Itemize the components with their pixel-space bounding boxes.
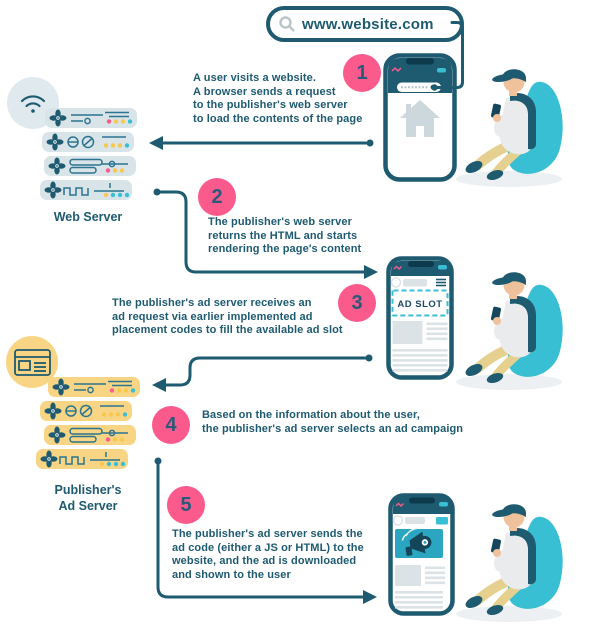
web-server-label: Web Server [53, 210, 123, 224]
step-circle-1: 1 [343, 54, 381, 92]
hamburger-icon [436, 278, 446, 287]
user-illustration-2 [452, 255, 572, 390]
ad-slot-label: AD SLOT [397, 299, 442, 310]
phone-frame [386, 256, 454, 380]
avatar [390, 277, 402, 288]
page-content-placeholder [392, 321, 448, 372]
signal-icon [391, 66, 402, 73]
step-circle-2: 2 [198, 178, 236, 216]
step-number: 5 [180, 493, 192, 516]
notch [408, 261, 434, 267]
page-content-placeholder [395, 565, 445, 609]
search-bar[interactable]: www.website.com [266, 6, 464, 42]
arrow-phone2-to-adserver [162, 356, 371, 387]
user-illustration-3 [452, 487, 572, 622]
step-number: 4 [165, 413, 177, 436]
step-circle-3: 3 [338, 284, 376, 322]
server-rack [36, 449, 128, 469]
ad-window-icon [14, 349, 51, 376]
step-text-1: A user visits a website. A browser sends… [193, 72, 363, 125]
step-number: 2 [211, 185, 223, 208]
search-url: www.website.com [302, 15, 434, 33]
megaphone-icon [401, 527, 432, 556]
server-rack [40, 180, 132, 200]
step-text-5: The publisher's ad server sends the ad c… [172, 528, 364, 581]
step-text-3: The publisher's ad server receives an ad… [112, 297, 343, 336]
web-server-illustration [7, 77, 137, 200]
step-text-2: The publisher's web server returns the H… [208, 216, 362, 255]
cta-button [436, 517, 448, 525]
step-circle-5: 5 [167, 486, 205, 524]
phone-website [383, 53, 457, 182]
notch [406, 58, 434, 65]
step-circle-4: 4 [152, 406, 190, 444]
phone-ad-slot: AD SLOT [386, 256, 454, 380]
step-text-4: Based on the information about the user,… [202, 409, 464, 435]
ad-slot-box [391, 289, 449, 317]
ad-server-illustration [6, 336, 140, 469]
phone-ad-shown [388, 493, 455, 616]
ad-server-label: Publisher's Ad Server [54, 483, 122, 513]
step-number: 3 [351, 291, 363, 314]
step-number: 1 [356, 61, 368, 84]
wifi-icon [20, 95, 46, 113]
notch [409, 497, 435, 504]
home-icon [400, 100, 440, 137]
search-icon [279, 16, 295, 32]
user-illustration-1 [452, 52, 572, 187]
signal-icon [395, 502, 404, 507]
avatar [392, 515, 404, 526]
signal-icon [393, 265, 402, 270]
